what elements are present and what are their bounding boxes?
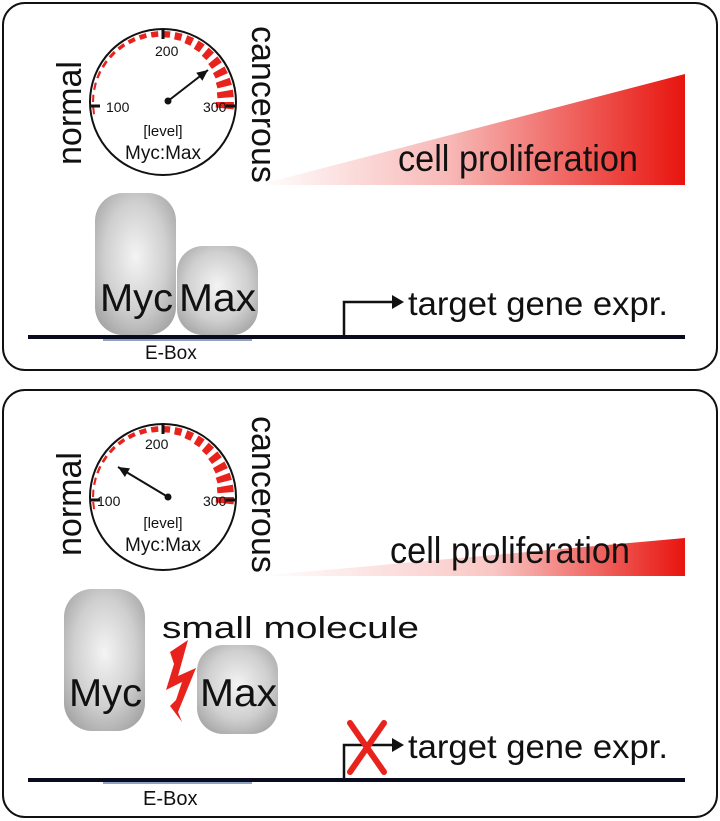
gauge-tick-200: 200 [145, 436, 169, 452]
gauge-scale-segment [96, 465, 102, 474]
gauge-scale-segment [93, 82, 97, 91]
gauge-scale-segment [184, 35, 195, 46]
gauge-scale-segment [96, 70, 102, 79]
gauge-scale-segment [215, 472, 232, 484]
promoter-arrowhead [392, 295, 404, 309]
gauge-scale-segment [201, 47, 215, 61]
gauge-needle-head [196, 70, 208, 81]
gauge-scale-segment [174, 32, 183, 41]
gauge-scale-segment [127, 37, 136, 45]
proliferation-label: cell proliferation [390, 530, 630, 571]
proliferation-wedge [258, 74, 685, 185]
proliferation-wedge [258, 538, 685, 576]
gauge-scale-segment [101, 455, 108, 463]
gauge-scale-segment [208, 451, 222, 464]
panel-bottom: 200 100 300 [level] Myc:Max normal cance… [2, 389, 718, 818]
gauge-bottom: 200 100 300 [level] Myc:Max [89, 423, 237, 571]
gauge-tick-200: 200 [155, 43, 179, 59]
gauge-scale-segment [92, 106, 96, 115]
gauge-scale-segment [174, 427, 183, 436]
target-gene-label: target gene expr. [408, 728, 668, 765]
max-label: Max [200, 672, 278, 715]
gauge-tick-100: 100 [106, 99, 130, 115]
gauge-scale-segment [93, 477, 97, 486]
gauge-scale-segment [193, 435, 205, 448]
myc-protein [64, 589, 145, 731]
gauge-scale-segment [201, 442, 215, 456]
gauge-tick-300: 300 [203, 493, 227, 509]
normal-label: normal [51, 452, 89, 556]
max-protein [197, 645, 278, 734]
gauge-scale-segment [163, 31, 171, 38]
promoter-arrow [342, 743, 394, 780]
ebox-label: E-Box [143, 788, 197, 810]
gauge-top: 200 100 300 [level] Myc:Max [89, 28, 237, 176]
gauge-red-scale [92, 426, 234, 510]
myc-label: Myc [100, 277, 173, 320]
target-gene-label: target gene expr. [408, 285, 668, 322]
gauge-scale-segment [108, 445, 116, 454]
max-label: Max [179, 277, 257, 320]
gauge-scale-segment [117, 438, 126, 446]
gauge-scale-segment [215, 77, 232, 89]
gauge-ratio-label: Myc:Max [125, 535, 202, 556]
cancerous-label: cancerous [244, 26, 282, 183]
gauge-scale-segment [193, 40, 205, 53]
gauge-red-scale [92, 31, 234, 115]
normal-label: normal [51, 61, 89, 165]
gauge-scale-segment [212, 461, 228, 474]
gauge-scale-segment [138, 33, 147, 40]
proliferation-label: cell proliferation [398, 138, 638, 179]
small-molecule-label: small molecule [162, 610, 419, 645]
promoter-arrow [342, 300, 394, 337]
myc-label: Myc [69, 672, 142, 715]
gauge-level-label: [level] [143, 515, 182, 532]
gauge-scale-segment [127, 432, 136, 440]
gauge-scale-segment [184, 430, 195, 441]
lightning-bolt-icon [166, 640, 196, 722]
gauge-scale-segment [150, 426, 159, 433]
gauge-scale-segment [216, 484, 234, 494]
gauge-pivot [164, 97, 172, 105]
gauge-tick-100: 100 [97, 493, 121, 509]
gauge-scale-segment [92, 501, 96, 510]
gauge-scale-segment [92, 489, 95, 497]
blocked-x-icon [347, 720, 387, 775]
gauge-scale-segment [92, 94, 95, 102]
ebox-label: E-Box [145, 343, 197, 364]
gauge-scale-segment [108, 50, 116, 59]
gauge-scale-segment [150, 31, 159, 38]
cancerous-label: cancerous [244, 416, 282, 573]
gauge-pivot [164, 493, 172, 501]
gauge-scale-segment [208, 56, 222, 69]
gauge-level-label: [level] [143, 123, 182, 140]
max-protein [177, 246, 258, 335]
gauge-needle-head [118, 467, 131, 477]
gauge-scale-segment [216, 89, 234, 99]
gauge-scale-segment [163, 426, 171, 433]
gauge-scale-segment [101, 60, 108, 68]
promoter-arrowhead [392, 738, 404, 752]
myc-protein [95, 193, 176, 335]
gauge-ratio-label: Myc:Max [125, 143, 202, 164]
gauge-scale-segment [212, 66, 228, 79]
gauge-tick-300: 300 [203, 99, 227, 115]
panel-top: 200 100 300 [level] Myc:Max normal cance… [2, 2, 718, 371]
gauge-scale-segment [117, 43, 126, 51]
gauge-scale-segment [215, 102, 234, 110]
gauge-scale-segment [138, 428, 147, 435]
